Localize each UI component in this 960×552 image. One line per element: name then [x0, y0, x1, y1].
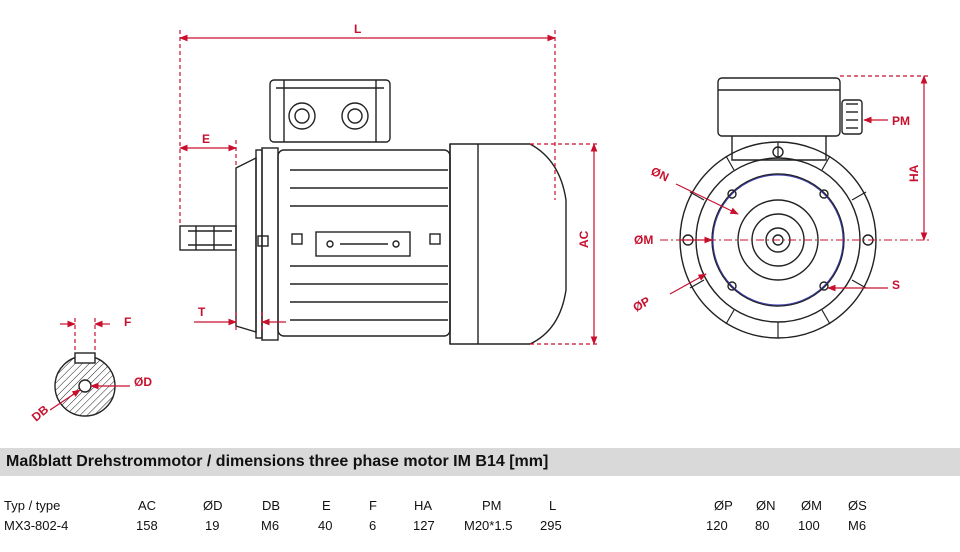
table-cell-s: M6 — [848, 518, 867, 533]
label-T: T — [198, 305, 206, 319]
table-header-f: F — [369, 498, 377, 513]
table-header-type: Typ / type — [4, 498, 61, 513]
table-header-m: ØM — [801, 498, 822, 513]
table-header-p: ØP — [714, 498, 733, 513]
front-fins — [689, 142, 867, 338]
label-HA: HA — [907, 164, 921, 182]
table-cell-l: 295 — [540, 518, 562, 533]
technical-drawing: L E AC T F ØD DB — [29, 22, 930, 424]
label-L: L — [354, 22, 361, 36]
label-AC: AC — [577, 230, 591, 248]
table-cell-n: 80 — [755, 518, 770, 533]
table-cell-db: M6 — [261, 518, 280, 533]
shaft-section — [54, 352, 116, 417]
table-header-n: ØN — [756, 498, 776, 513]
label-S: S — [892, 278, 900, 292]
table-header-e: E — [322, 498, 331, 513]
label-N: ØN — [649, 164, 671, 184]
table-header-d: ØD — [203, 498, 223, 513]
section-dimensions — [49, 318, 130, 411]
table-cell-ac: 158 — [136, 518, 158, 533]
label-D: ØD — [134, 375, 152, 389]
table-cell-type: MX3-802-4 — [4, 518, 69, 533]
label-DB: DB — [29, 402, 52, 424]
motor-side-view — [179, 79, 567, 345]
label-P: ØP — [631, 294, 653, 315]
table-header-db: DB — [262, 498, 281, 513]
table-cell-m: 100 — [798, 518, 820, 533]
table-cell-f: 6 — [369, 518, 377, 533]
table-header-ha: HA — [414, 498, 433, 513]
dimension-table: Typ / type AC ØD DB E F HA PM L ØP ØN ØM… — [0, 496, 960, 544]
sheet-title: Maßblatt Drehstrommotor / dimensions thr… — [6, 453, 549, 470]
table-header-s: ØS — [848, 498, 867, 513]
table-cell-pm: M20*1.5 — [464, 518, 513, 533]
side-dimensions — [179, 30, 600, 345]
table-cell-d: 19 — [205, 518, 220, 533]
table-cell-e: 40 — [318, 518, 333, 533]
title-bar: Maßblatt Drehstrommotor / dimensions thr… — [0, 448, 960, 476]
table-cell-p: 120 — [706, 518, 728, 533]
front-dimensions — [669, 75, 930, 295]
table-header-pm: PM — [482, 498, 502, 513]
motor-front-view — [679, 77, 877, 339]
table-cell-ha: 127 — [413, 518, 435, 533]
table-header-ac: AC — [138, 498, 157, 513]
label-PM: PM — [892, 114, 910, 128]
label-E: E — [202, 132, 210, 146]
label-M: ØM — [634, 233, 653, 247]
table-header-l: L — [549, 498, 557, 513]
label-F: F — [124, 315, 131, 329]
